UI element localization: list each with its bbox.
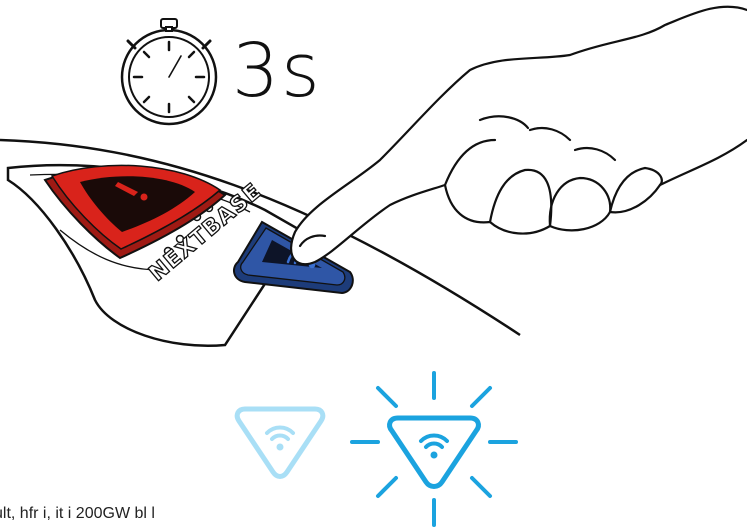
timer-duration-label: 3s [232,34,322,108]
light-rays [352,373,516,525]
pointing-hand-icon [291,7,747,264]
indicator-off [237,409,323,477]
wifi-icon [421,435,447,447]
wifi-icon [267,427,293,439]
stopwatch-icon [122,19,216,124]
caption-text: ult, hfr i, it i 200GW bl l [0,505,155,523]
indicator-on [352,373,516,525]
